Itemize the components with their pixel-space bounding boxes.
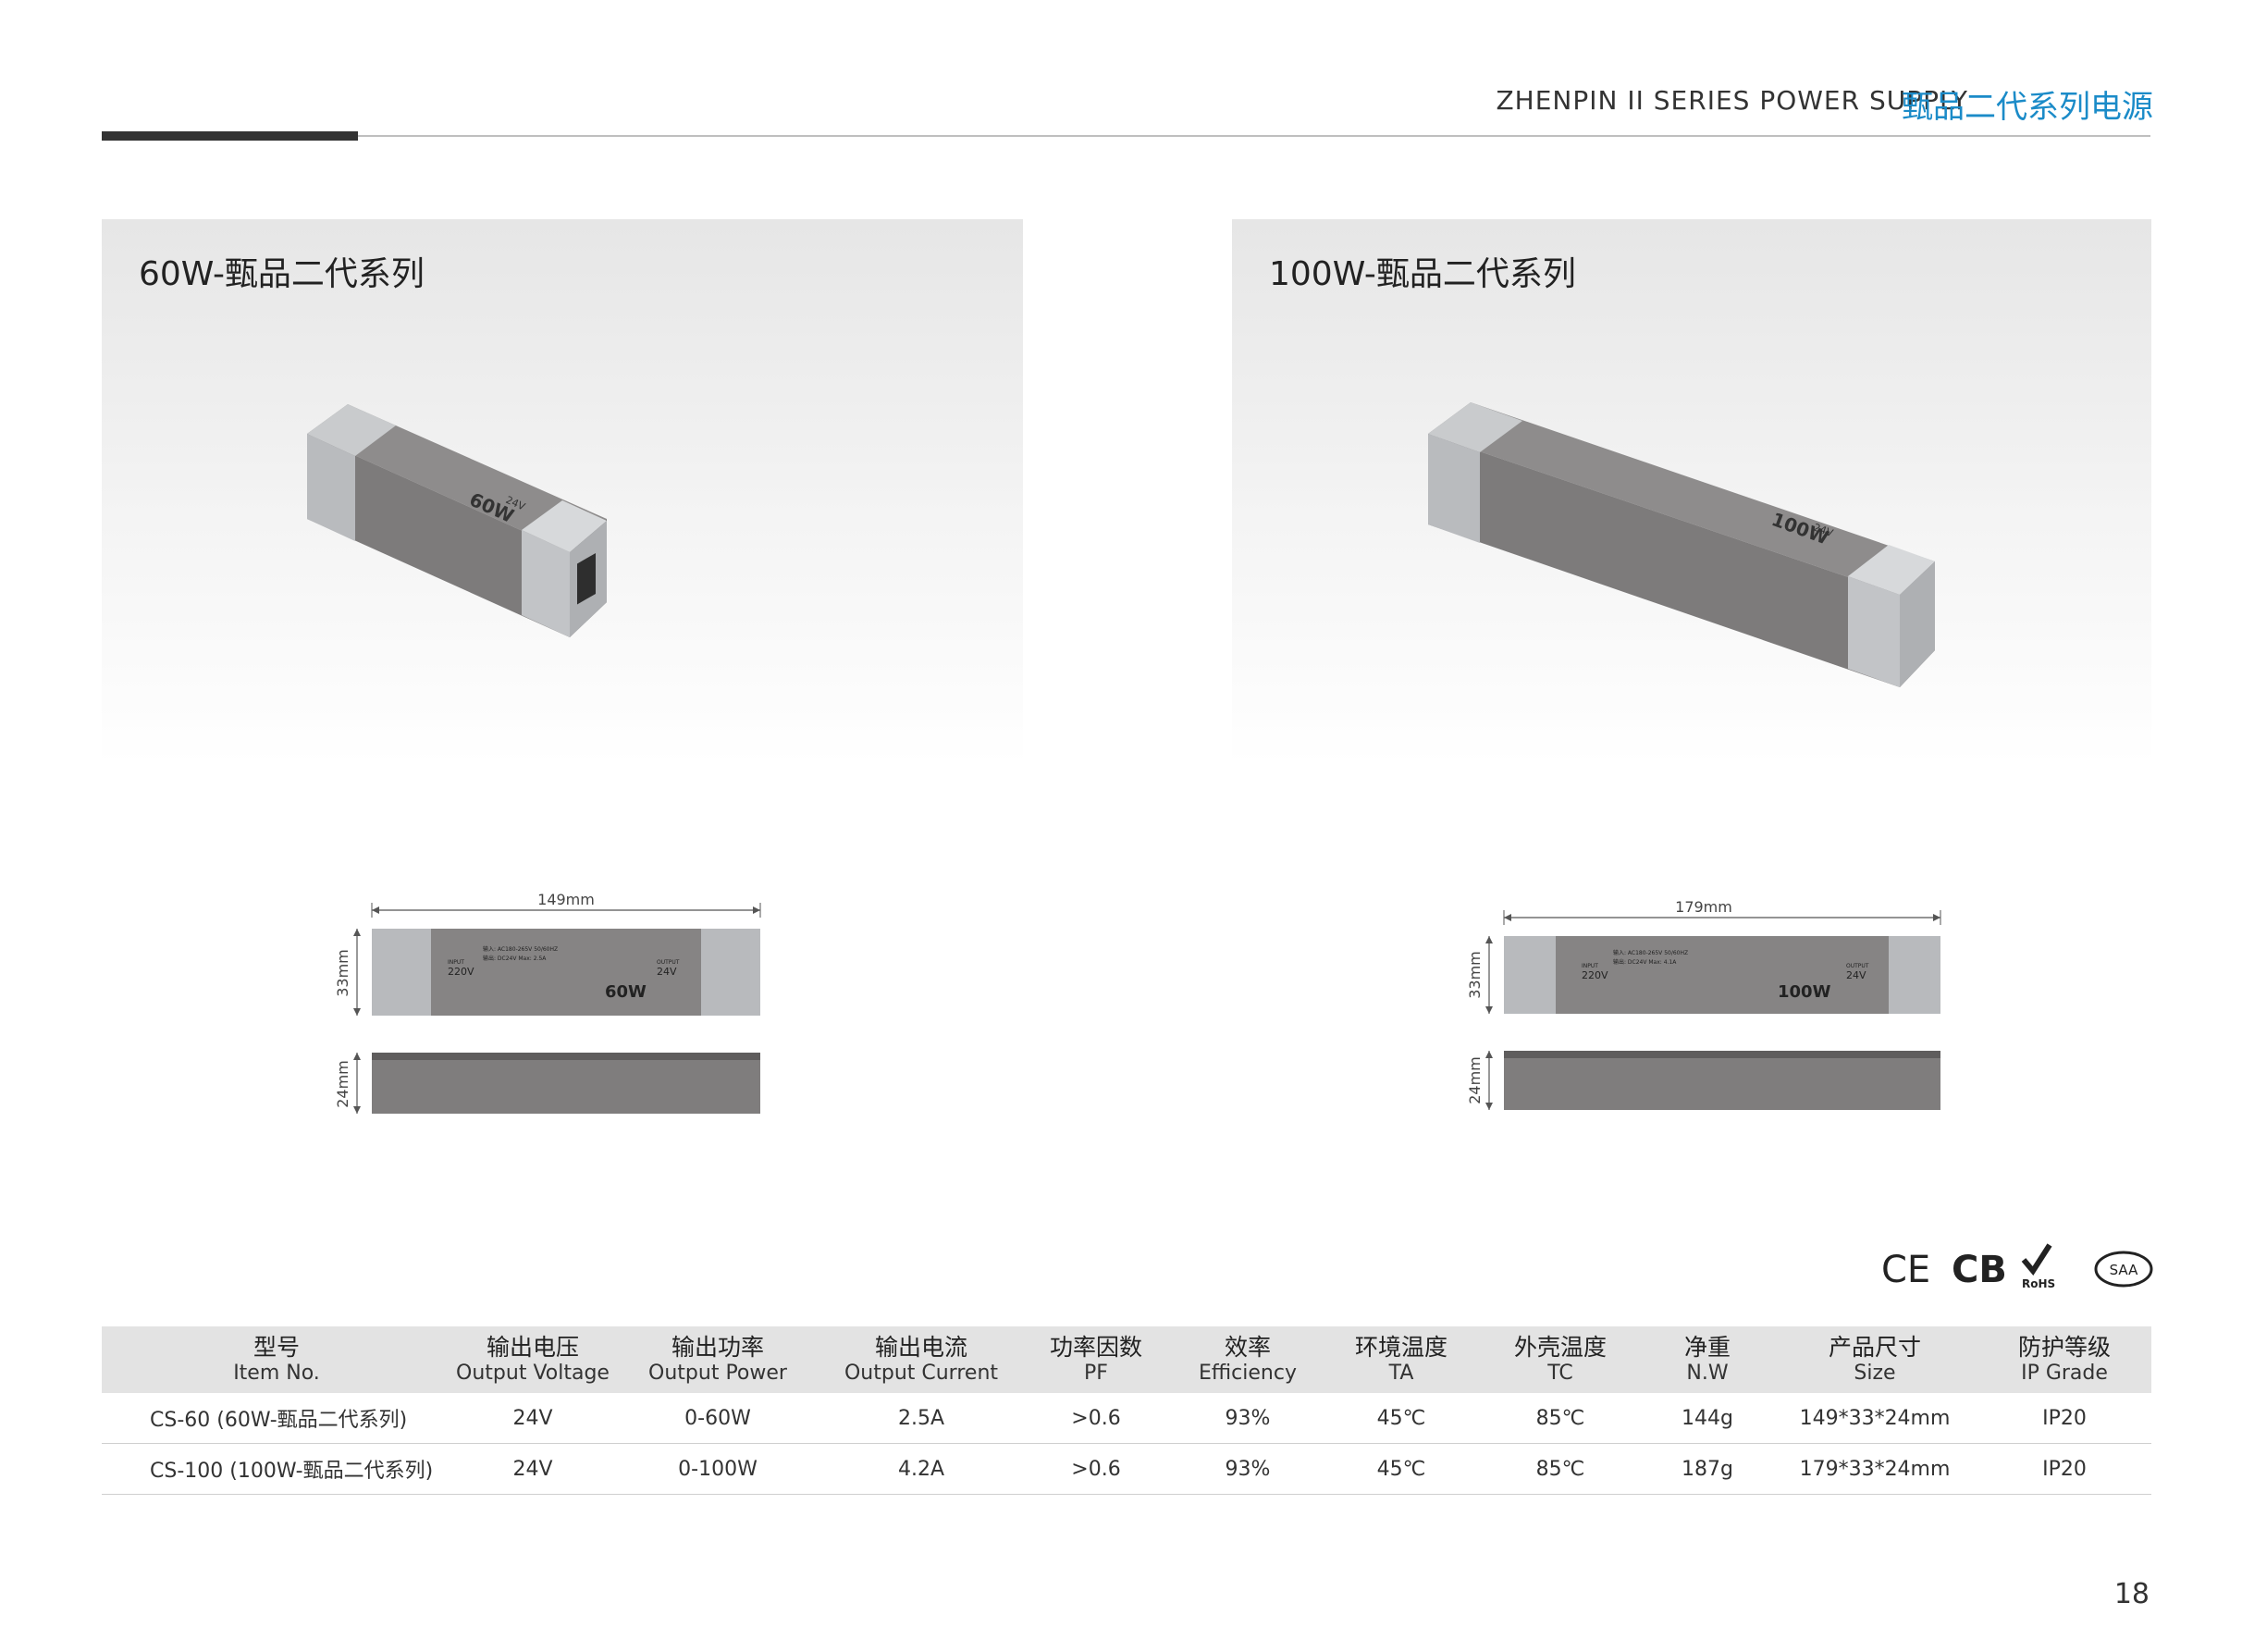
series-title-en: ZHENPIN II SERIES POWER SUPPLY [1496,85,1968,116]
svg-text:RoHS: RoHS [2022,1277,2055,1290]
cell-tc: 85℃ [1478,1443,1643,1495]
rohs-mark-icon: RoHS [2021,1243,2055,1290]
cell-item-no: CS-60 (60W-甄品二代系列) [102,1393,451,1444]
power-label: 100W [1778,982,1831,1002]
certification-marks: CE CB RoHS SAA [1881,1243,2153,1291]
spec-input: 输入: AC180-265V 50/60HZ [1613,949,1688,956]
height-dimension: 33mm [334,949,351,997]
header-rule [102,135,2150,137]
output-label: OUTPUT [1846,963,1869,969]
product-title: 100W-甄品二代系列 [1269,255,1576,293]
cell-nw: 187g [1643,1443,1772,1495]
product-photo-100w: 100W 24V [1428,402,1935,687]
output-value: 24V [1846,969,1866,981]
cell-ip-grade: IP20 [1977,1393,2151,1444]
product-panel-60w: 60W-甄品二代系列 60W 24V [102,219,1023,765]
spec-output: 输出: DC24V Max: 2.5A [483,955,547,962]
cell-output-power: 0-100W [614,1443,821,1495]
cell-efficiency: 93% [1171,1443,1324,1495]
cell-output-voltage: 24V [451,1393,614,1444]
input-value: 220V [1582,969,1608,981]
cell-tc: 85℃ [1478,1393,1643,1444]
cell-size: 149*33*24mm [1772,1393,1977,1444]
input-value: 220V [448,966,474,978]
cell-item-no: CS-100 (100W-甄品二代系列) [102,1443,451,1495]
cell-efficiency: 93% [1171,1393,1324,1444]
table-row: CS-60 (60W-甄品二代系列) 24V 0-60W 2.5A >0.6 9… [102,1393,2151,1444]
ce-mark-icon: CE [1881,1249,1930,1291]
svg-text:SAA: SAA [2110,1262,2138,1278]
saa-mark-icon: SAA [2094,1251,2153,1288]
cell-size: 179*33*24mm [1772,1443,1977,1495]
page-number: 18 [2113,1578,2150,1610]
height-dimension: 33mm [1466,951,1484,999]
input-label: INPUT [448,959,464,966]
spec-input: 输入: AC180-265V 50/60HZ [483,945,558,953]
series-title-cn: 甄品二代系列电源 [1902,89,2153,126]
product-title: 60W-甄品二代系列 [139,255,425,293]
power-label: 60W [605,982,647,1002]
dimension-drawing-60w: 149mm 输入: AC180-265V 50/60HZ 输出: DC24V M… [333,888,777,1128]
cell-pf: >0.6 [1021,1393,1171,1444]
output-label: OUTPUT [657,959,680,966]
cell-output-power: 0-60W [614,1393,821,1444]
spec-output: 输出: DC24V Max: 4.1A [1613,958,1677,966]
output-value: 24V [657,966,677,978]
cell-output-current: 2.5A [821,1393,1021,1444]
product-photo-60w: 60W 24V [307,404,607,637]
cell-ip-grade: IP20 [1977,1443,2151,1495]
cb-mark-icon: CB [1952,1249,2007,1291]
length-dimension: 149mm [537,891,595,908]
input-label: INPUT [1582,963,1598,969]
header-accent-bar [102,131,358,141]
cell-output-current: 4.2A [821,1443,1021,1495]
table-row: CS-100 (100W-甄品二代系列) 24V 0-100W 4.2A >0.… [102,1443,2151,1495]
dimension-drawing-100w: 179mm 输入: AC180-265V 50/60HZ 输出: DC24V M… [1461,895,1961,1136]
cell-ta: 45℃ [1324,1393,1478,1444]
length-dimension: 179mm [1675,898,1732,916]
depth-dimension: 24mm [1466,1056,1484,1104]
cell-ta: 45℃ [1324,1443,1478,1495]
product-panel-100w: 100W-甄品二代系列 100W 24V [1232,219,2151,765]
cell-output-voltage: 24V [451,1443,614,1495]
cell-nw: 144g [1643,1393,1772,1444]
depth-dimension: 24mm [334,1060,351,1108]
cell-pf: >0.6 [1021,1443,1171,1495]
